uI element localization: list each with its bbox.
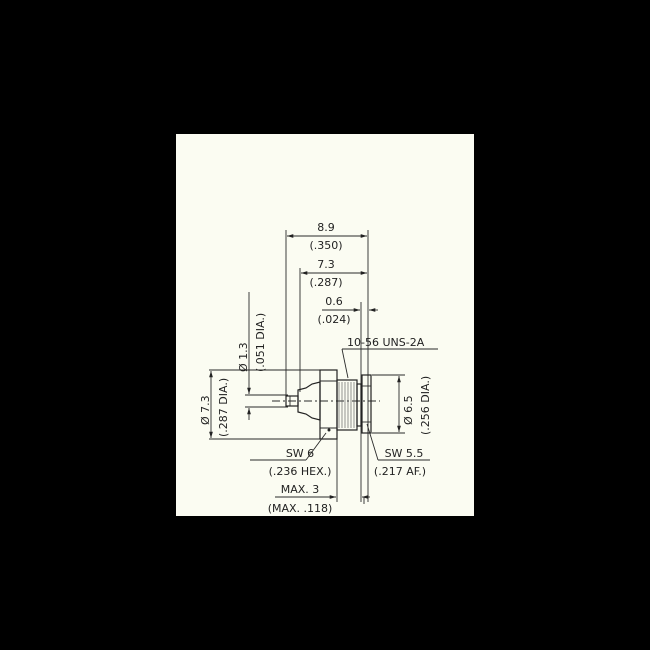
- dimension-overall-length: 8.9 (.350): [287, 221, 367, 252]
- callout-mm: SW 5.5: [385, 447, 424, 460]
- dim-value-inch: (.350): [309, 239, 342, 252]
- dimension-body-length: 7.3 (.287): [301, 258, 367, 289]
- dim-value-mm: 7.3: [317, 258, 335, 271]
- dim-value-mm: MAX. 3: [281, 483, 320, 496]
- dim-value-mm: 8.9: [317, 221, 335, 234]
- thread-hatching: [338, 382, 355, 428]
- dim-value-inch: (.287): [309, 276, 342, 289]
- dimension-flange-thickness: 0.6 (.024): [317, 295, 378, 326]
- dimension-panel-thickness: MAX. 3 (MAX. .118): [268, 483, 370, 515]
- dimension-pin-diameter: Ø 1.3 (.051 DIA.): [237, 292, 267, 420]
- callout-mm: SW 6: [286, 447, 314, 460]
- dim-value-mm: Ø 1.3: [237, 342, 250, 372]
- flange-wrench-callout: SW 5.5 (.217 AF.): [366, 423, 430, 478]
- dim-value-mm: 0.6: [325, 295, 343, 308]
- dimension-nut-diameter: Ø 7.3 (.287 DIA.): [199, 371, 230, 438]
- dim-value-mm: Ø 7.3: [199, 395, 212, 425]
- dim-value-inch: (.287 DIA.): [217, 378, 230, 437]
- extension-lines: [209, 230, 405, 502]
- dim-value-mm: Ø 6.5: [402, 395, 415, 425]
- thread-callout: 10-56 UNS-2A: [341, 336, 438, 379]
- dim-value-inch: (.024): [317, 313, 350, 326]
- callout-inch: (.236 HEX.): [269, 465, 332, 478]
- dimension-flange-diameter: Ø 6.5 (.256 DIA.): [397, 376, 432, 435]
- drawing-sheet: [176, 134, 474, 516]
- callout-inch: (.217 AF.): [374, 465, 426, 478]
- nut-wrench-callout: SW 6 (.236 HEX.): [250, 432, 332, 478]
- connector-body: [285, 369, 372, 440]
- dim-value-inch: (MAX. .118): [268, 502, 333, 515]
- thread-label: 10-56 UNS-2A: [347, 336, 425, 349]
- dim-value-inch: (.051 DIA.): [254, 313, 267, 372]
- dim-value-inch: (.256 DIA.): [419, 376, 432, 435]
